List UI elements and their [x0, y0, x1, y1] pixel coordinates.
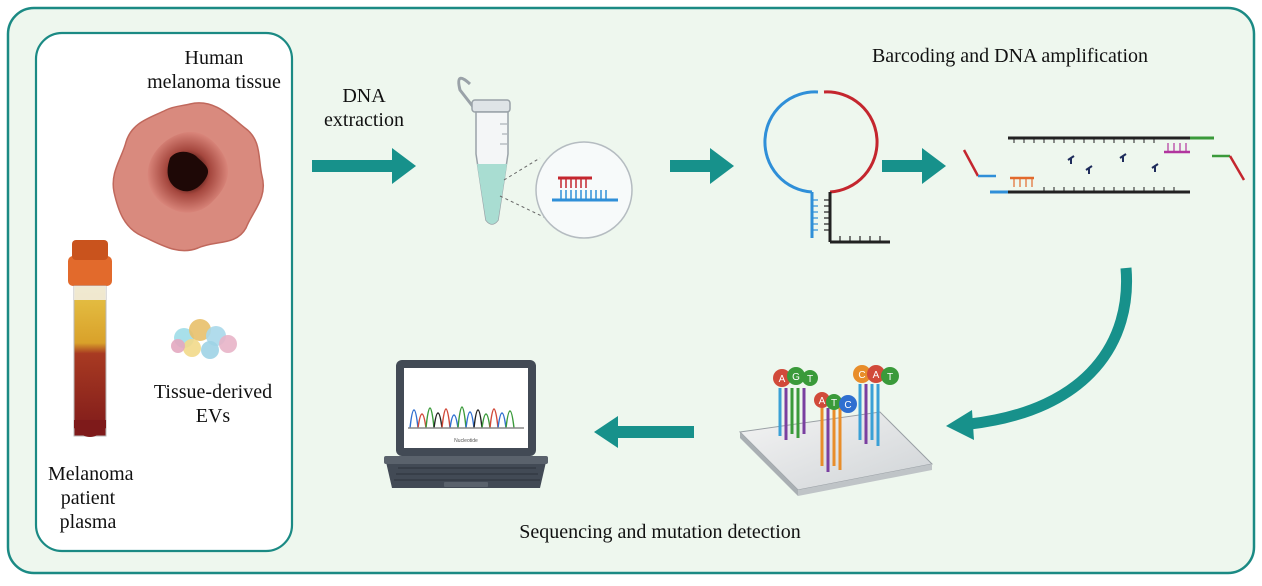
evs-label: Tissue-derived EVs [153, 381, 273, 427]
outer-frame [6, 6, 1256, 575]
laptop-icon: Nucleotide [384, 360, 548, 488]
barcode-hairpin-icon [763, 90, 890, 244]
base-cluster-right: C A T [853, 365, 899, 385]
base-label: T [807, 374, 813, 385]
microtube-icon [457, 76, 551, 225]
chromatogram-axis-label: Nucleotide [454, 438, 478, 444]
base-cluster-middle: A T C [814, 392, 857, 413]
base-label: A [873, 370, 880, 381]
base-label: A [779, 374, 786, 385]
sequencing-label: Sequencing and mutation detection [519, 521, 801, 543]
sequencing-chip-icon: A G T A T C C A T [738, 365, 934, 496]
dna-zoom-icon [535, 141, 633, 239]
base-cluster-left: A G T [773, 367, 818, 387]
tissue-evs-icon [171, 319, 237, 359]
plasma-label: Melanoma patient plasma [48, 463, 134, 533]
chromatogram-icon [408, 406, 524, 429]
base-label: T [831, 398, 837, 409]
tissue-label: Human melanoma tissue [147, 47, 281, 93]
blood-tube-icon [68, 240, 112, 437]
extraction-label: DNA extraction [324, 85, 404, 131]
arrow-to-analysis [594, 416, 694, 448]
arrow-to-barcoding [670, 148, 734, 184]
arrow-to-sequencing [946, 267, 1133, 440]
base-label: T [887, 372, 893, 383]
barcoding-label: Barcoding and DNA amplification [871, 45, 1149, 67]
melanoma-tissue-icon [112, 102, 265, 252]
arrow-extraction [312, 148, 416, 184]
arrow-to-amplification [882, 148, 946, 184]
dna-amplification-icon [962, 136, 1246, 194]
base-label: C [844, 400, 851, 411]
base-label: A [819, 396, 826, 407]
base-label: G [792, 372, 800, 383]
base-label: C [858, 370, 865, 381]
